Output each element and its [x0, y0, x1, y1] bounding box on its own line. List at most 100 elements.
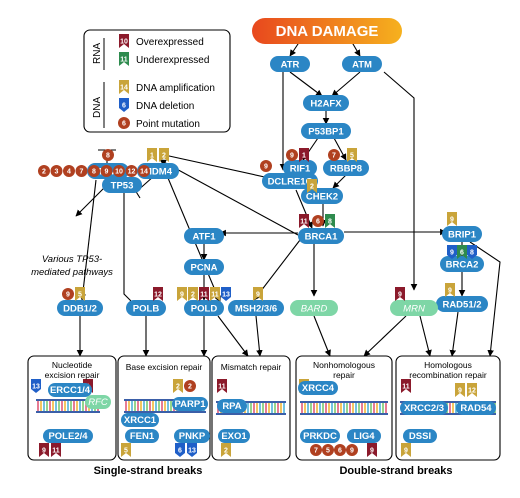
badge-msh-22-number: 9: [256, 292, 260, 299]
badge-hr-45: 9: [455, 383, 465, 397]
edge-atm-mrn: [383, 71, 418, 291]
panel-ner-gene-0-label: ERCC1/4: [50, 385, 91, 396]
node-pold-label: POLD: [191, 304, 218, 315]
badge-dclre1c-8: 9: [260, 160, 272, 172]
badge-chek2-7-number: 2: [310, 184, 314, 191]
panel-hr-gene-2-label: DSSI: [409, 431, 431, 442]
badge-mmr-36-number: 11: [218, 384, 226, 391]
tp53-mutation-9: 9: [100, 165, 113, 177]
badge-ber-35: 13: [187, 443, 197, 457]
badge-hr-45-number: 9: [458, 388, 462, 395]
badge-rbbp8-6: 5: [347, 148, 357, 162]
panel-ber-gene-3: PNKP: [174, 429, 210, 443]
edge-brca1-tp53: [159, 159, 299, 236]
legend-badge-amplification-number: 14: [120, 85, 128, 92]
badge-rbbp8-6-number: 5: [350, 153, 354, 160]
legend-badge-underexpressed-number: 11: [120, 57, 128, 64]
badge-nhej-41: 6: [334, 444, 346, 456]
mmr-panel-frame: [211, 355, 291, 461]
badge-hr-46-number: 12: [468, 388, 476, 395]
badge-ber-32-number: 2: [188, 384, 192, 391]
banner-title: DNA DAMAGE: [276, 23, 379, 40]
node-pcna-label: PCNA: [191, 263, 218, 274]
node-rad51: RAD51/2: [436, 296, 488, 312]
node-p53bp1-label: P53BP1: [308, 127, 344, 138]
node-h2afx: H2AFX: [303, 95, 349, 111]
badge-ber-31-number: 2: [176, 384, 180, 391]
node-rbbp8: RBBP8: [323, 160, 369, 176]
node-atr: ATR: [270, 56, 310, 72]
edge-tp53-dclre1c: [159, 153, 284, 183]
badge-pold-17: 9: [177, 287, 187, 301]
badge-ner-30: 11: [51, 443, 61, 457]
badge-rbbp8-5: 7: [328, 149, 340, 161]
node-msh-label: MSH2/3/6: [235, 304, 277, 315]
badge-ner-27: 13: [31, 379, 41, 393]
node-chek2: CHEK2: [301, 188, 343, 204]
node-bard-label: BARD: [301, 304, 328, 315]
node-brca2: BRCA2: [440, 256, 484, 272]
single-strand-label: Single-strand breaks: [94, 465, 203, 477]
badge-hr-47: 9: [401, 443, 411, 457]
badge-chek2-7: 2: [307, 179, 317, 193]
badge-nhej-43: 9: [367, 443, 377, 457]
double-strand-label: Double-strand breaks: [339, 465, 452, 477]
legend-frame: [83, 29, 231, 133]
hr-title-line2: recombination repair: [409, 370, 487, 380]
badge-nhej-39-number: 7: [314, 448, 318, 455]
node-rif1-label: RIF1: [290, 164, 311, 175]
badge-brip1-12: 9: [447, 212, 457, 226]
badge-pold-18: 2: [188, 287, 198, 301]
badge-rad51-16: 9: [445, 283, 455, 297]
panel-hr-gene-2: DSSI: [403, 429, 437, 443]
badge-pold-21: 13: [221, 287, 231, 301]
node-rbbp8-label: RBBP8: [330, 164, 362, 175]
badge-rif1-3: 9: [286, 149, 298, 161]
badge-msh-22: 9: [253, 287, 263, 301]
legend-rna-label: RNA: [92, 43, 103, 64]
badge-brca1-9: 11: [299, 214, 309, 228]
panel-hr-gene-0-label: XRCC2/3: [404, 403, 444, 414]
node-brca1: BRCA1: [298, 228, 344, 244]
panel-mmr-gene-1: EXO1: [218, 429, 250, 443]
legend-badge-amplification: 14: [119, 80, 129, 94]
edge-tp53-polb: [123, 180, 139, 309]
legend-label-point_mutation: Point mutation: [136, 119, 200, 130]
badge-brca2-14: 6: [457, 245, 467, 259]
tp53-mutation-8-number: 8: [92, 169, 96, 176]
badge-mdm2-0: 8: [102, 149, 114, 161]
badge-hr-47-number: 9: [404, 448, 408, 455]
badge-brca2-13-number: 9: [450, 250, 454, 257]
panel-ber-gene-1: PARP1: [172, 397, 208, 411]
badge-pold-21-number: 13: [222, 292, 230, 299]
badge-ddb1-25: 5: [75, 287, 85, 301]
badge-pold-19: 11: [199, 287, 209, 301]
hr-panel-frame: [395, 355, 501, 461]
node-atf1-label: ATF1: [192, 232, 216, 243]
tp53-mutation-3-number: 3: [55, 169, 59, 176]
panel-ber-gene-0-label: XRCC1: [124, 415, 157, 426]
panel-ber-gene-2-label: FEN1: [130, 431, 155, 442]
node-ddb1-label: DDB1/2: [63, 304, 97, 315]
node-mrn-label: MRN: [403, 304, 425, 315]
badge-mmr-37-number: 2: [224, 448, 228, 455]
badge-ddb1-24-number: 9: [66, 292, 70, 299]
badge-nhej-43-number: 9: [370, 448, 374, 455]
badge-mdm4-1-number: 1: [150, 153, 154, 160]
badge-ber-33: 5: [121, 443, 131, 457]
badge-pold-19-number: 11: [200, 292, 208, 299]
panel-hr-gene-1: RAD54: [456, 401, 496, 415]
node-h2afx-label: H2AFX: [310, 99, 342, 110]
edge-mrn-nhej: [363, 315, 407, 357]
badge-dclre1c-8-number: 9: [264, 164, 268, 171]
dna-damage-banner: DNA DAMAGE: [252, 18, 402, 44]
badge-ddb1-25-number: 5: [78, 292, 82, 299]
legend-dna-label: DNA: [92, 97, 103, 118]
badge-mmr-37: 2: [221, 443, 231, 457]
edge-p53bp1-rbbp8: [333, 137, 347, 161]
badge-mrn-26-number: 9: [398, 292, 402, 299]
badge-polb-23-number: 12: [154, 292, 162, 299]
badge-brca1-9-number: 11: [300, 219, 308, 226]
tp53-mutation-14: 14: [138, 165, 150, 177]
